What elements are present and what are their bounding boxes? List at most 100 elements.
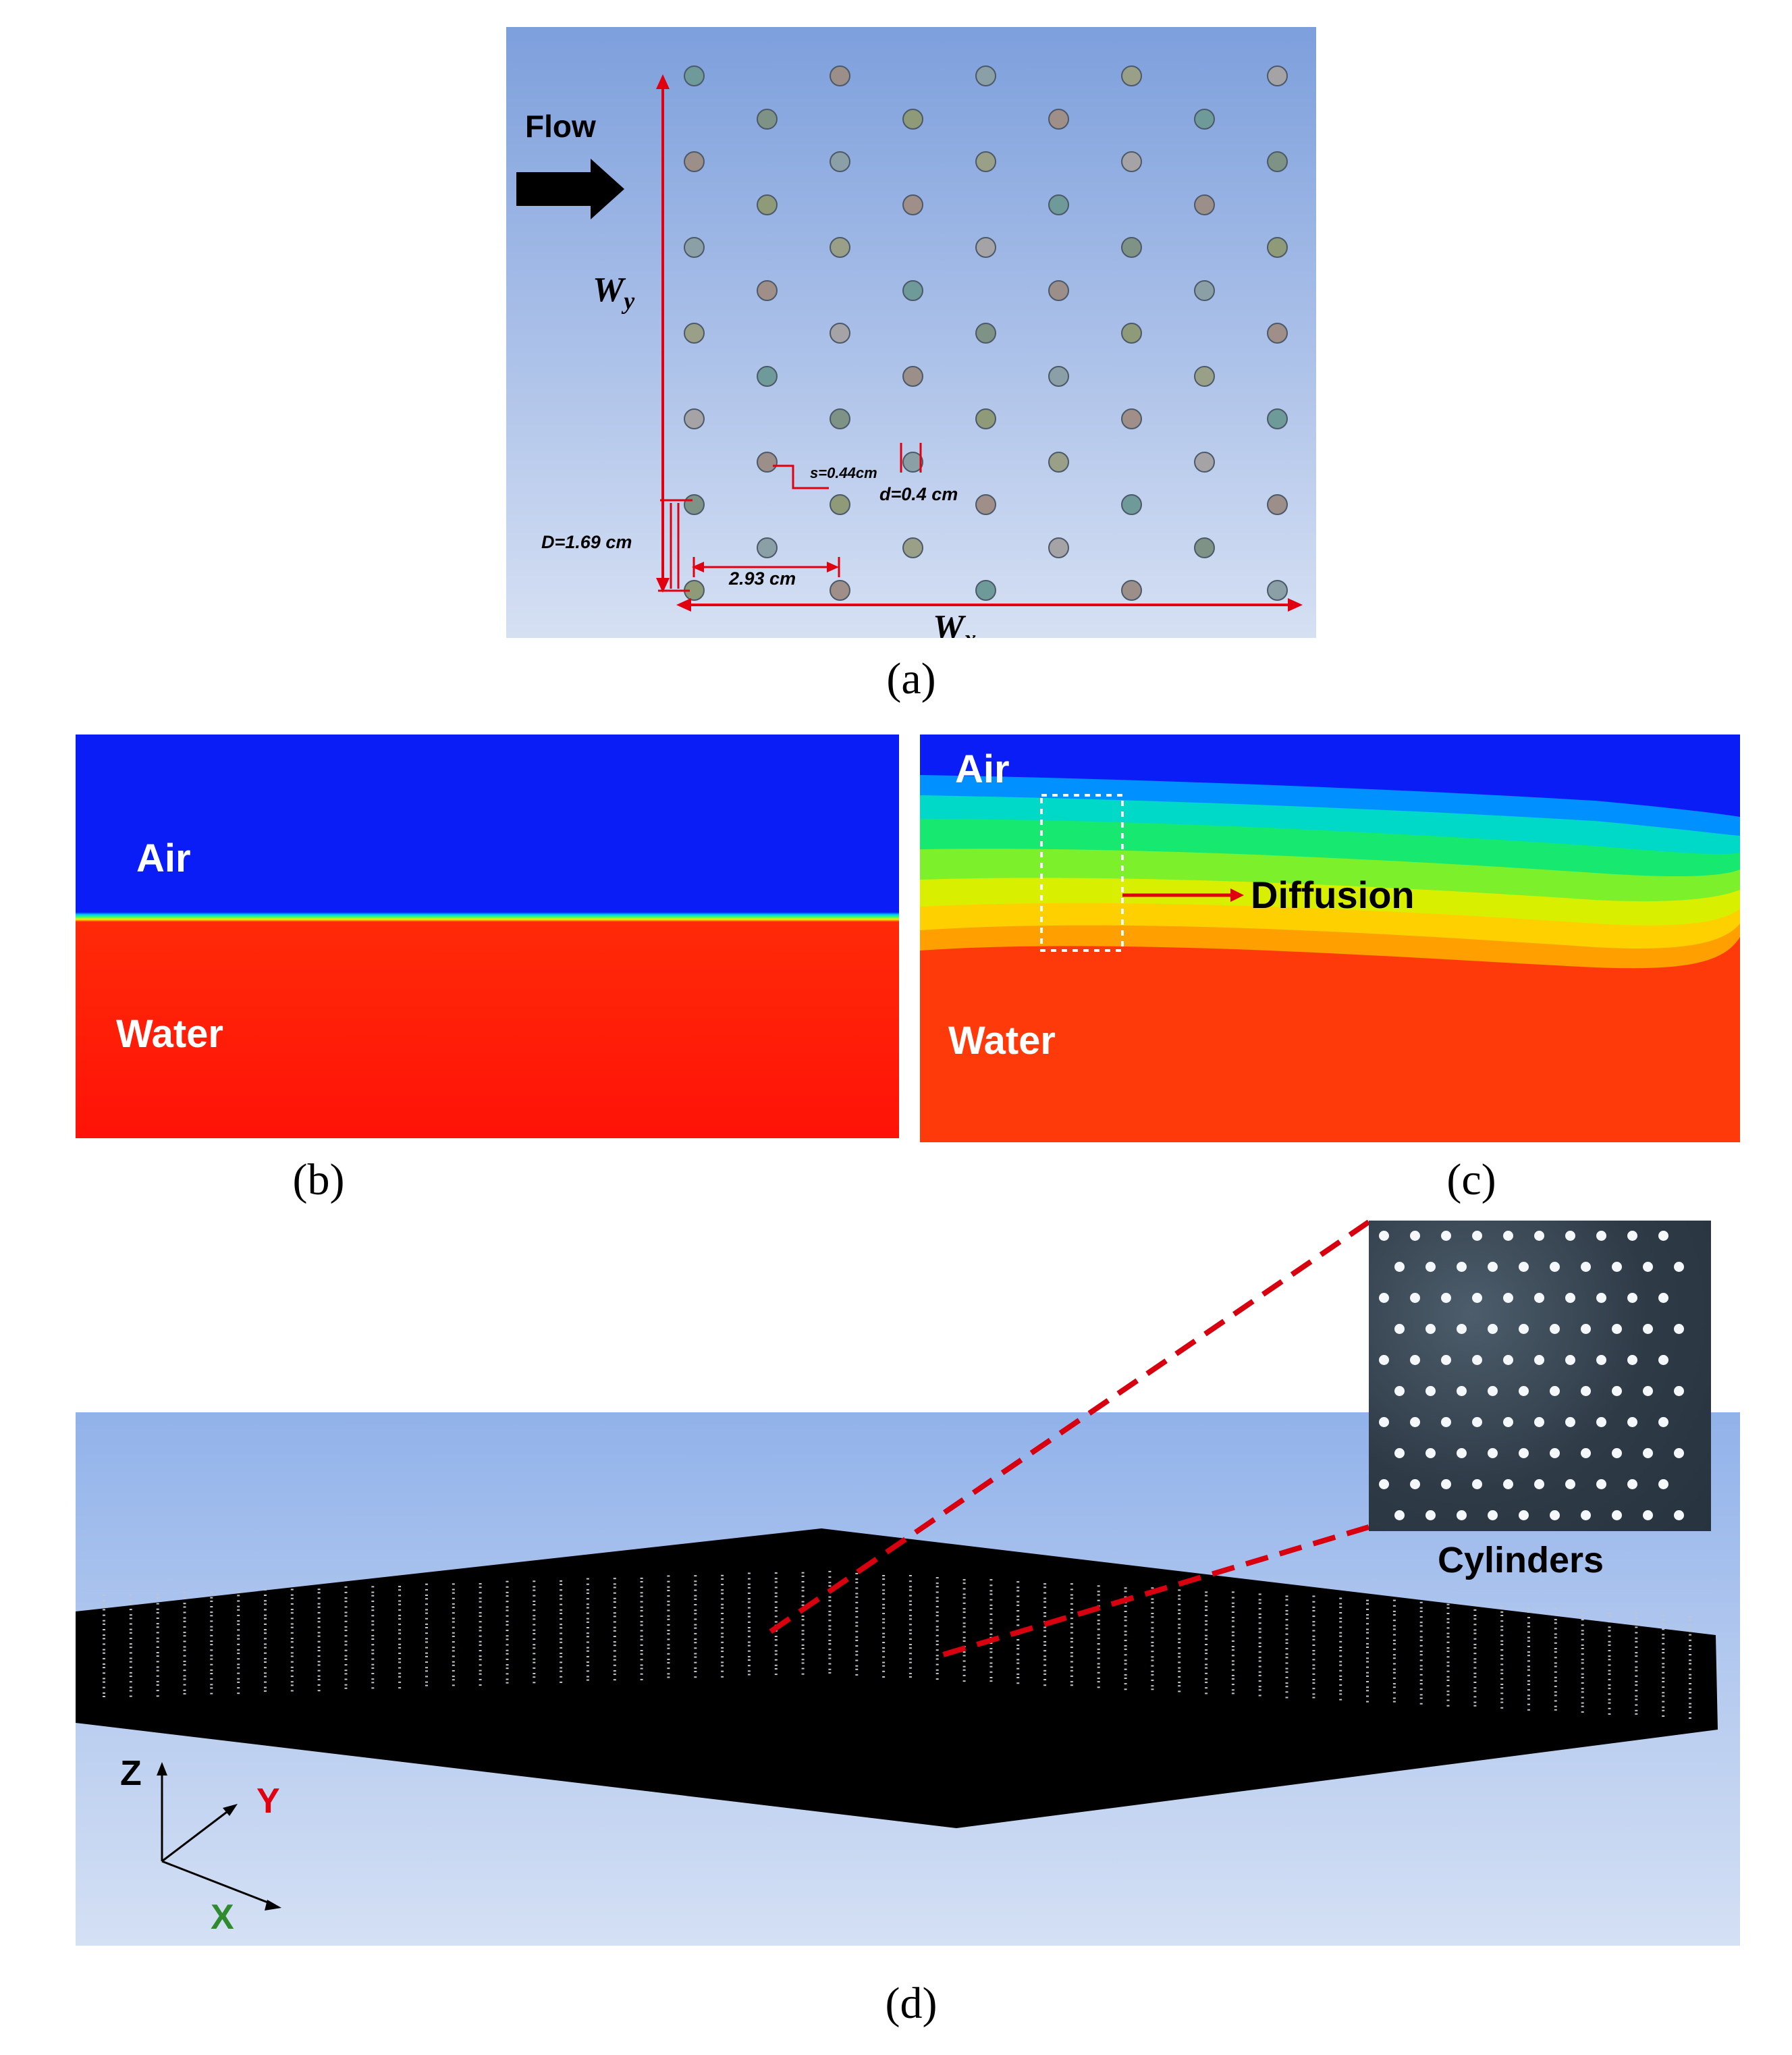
mesh-cylinder-dot [210, 1687, 213, 1689]
mesh-slab-body [76, 1528, 1718, 1828]
mesh-cylinder-dot [1124, 1668, 1127, 1670]
inset-cylinder-dot [1534, 1293, 1544, 1303]
mesh-cylinder-dot [1151, 1613, 1154, 1614]
mesh-cylinder-dot [344, 1678, 348, 1680]
cylinder-cross-section [1048, 365, 1069, 387]
mesh-cylinder-dot [935, 1649, 939, 1651]
mesh-cylinder-dot [613, 1630, 616, 1632]
mesh-cylinder-dot [1070, 1623, 1073, 1625]
mesh-cylinder-dot [1312, 1645, 1315, 1646]
mesh-cylinder-dot [1662, 1681, 1665, 1682]
mesh-cylinder-dot [156, 1690, 159, 1692]
mesh-cylinder-dot [317, 1621, 321, 1623]
mesh-cylinder-dot [586, 1583, 589, 1585]
mesh-cylinder-dot [1258, 1593, 1261, 1595]
mesh-cylinder-dot [1285, 1642, 1288, 1644]
mesh-cylinder-dot [1097, 1672, 1100, 1674]
mesh-cylinder-dot [479, 1644, 482, 1646]
inset-cylinder-dot [1410, 1479, 1420, 1489]
mesh-cylinder-dot [1231, 1617, 1234, 1619]
mesh-cylinder-dot [1554, 1622, 1557, 1624]
cylinder-cross-section [1048, 194, 1069, 215]
mesh-cylinder-dot [533, 1600, 536, 1602]
mesh-cylinder-dot [1419, 1622, 1423, 1624]
mesh-cylinder-dot [1500, 1626, 1504, 1628]
mesh-cylinder-dot [1662, 1657, 1665, 1659]
mesh-cylinder-dot [506, 1678, 509, 1680]
mesh-cylinder-dot [1689, 1663, 1691, 1665]
mesh-cylinder-dot [1312, 1673, 1315, 1675]
cylinder-cross-section [1267, 65, 1288, 86]
mesh-cylinder-dot [1097, 1663, 1100, 1665]
mesh-cylinder-dot [667, 1604, 670, 1606]
mesh-cylinder-dot [613, 1670, 616, 1672]
mesh-cylinder-dot [210, 1600, 213, 1602]
mesh-cylinder-dot [344, 1601, 348, 1603]
mesh-cylinder-dot [1662, 1709, 1665, 1711]
inset-cylinder-dot [1596, 1479, 1606, 1489]
mesh-cylinder-dot [855, 1659, 859, 1661]
mesh-cylinder-dot [908, 1575, 912, 1576]
mesh-cylinder-dot [129, 1599, 132, 1601]
mesh-cylinder-dot [1043, 1592, 1047, 1594]
mesh-cylinder-dot [371, 1667, 375, 1669]
mesh-cylinder-dot [1608, 1640, 1611, 1643]
mesh-cylinder-dot [1419, 1651, 1423, 1653]
mesh-cylinder-dot [398, 1672, 402, 1674]
mesh-cylinder-dot [1339, 1647, 1342, 1648]
mesh-cylinder-dot [1285, 1697, 1288, 1699]
mesh-cylinder-dot [425, 1676, 428, 1678]
mesh-cylinder-dot [1366, 1701, 1369, 1703]
mesh-cylinder-dot [935, 1655, 939, 1657]
mesh-cylinder-dot [1392, 1605, 1396, 1607]
mesh-cylinder-dot [801, 1667, 805, 1670]
cylinder-cross-section [1121, 323, 1142, 344]
mesh-cylinder-dot [103, 1696, 105, 1697]
mesh-cylinder-dot [1016, 1604, 1020, 1606]
mesh-cylinder-dot [1473, 1647, 1477, 1649]
mesh-cylinder-dot [1205, 1687, 1208, 1689]
mesh-cylinder-dot [1097, 1623, 1100, 1625]
inset-cylinder-dot [1550, 1448, 1560, 1458]
inset-cylinder-dot [1394, 1262, 1405, 1272]
mesh-cylinder-dot [1419, 1639, 1423, 1641]
mesh-cylinder-dot [425, 1661, 428, 1663]
mesh-cylinder-dot [290, 1623, 294, 1625]
mesh-cylinder-dot [1043, 1670, 1047, 1672]
mesh-cylinder-dot [774, 1586, 778, 1589]
mesh-cylinder-dot [452, 1635, 455, 1637]
mesh-cylinder-dot [1608, 1713, 1611, 1715]
mesh-cylinder-dot [1500, 1615, 1504, 1616]
mesh-cylinder-dot [1527, 1651, 1530, 1653]
mesh-cylinder-dot [1124, 1625, 1127, 1627]
cylinder-cross-section [1121, 580, 1142, 601]
mesh-cylinder-dot [882, 1642, 886, 1643]
inset-cylinder-dot [1658, 1231, 1668, 1241]
mesh-cylinder-dot [613, 1664, 616, 1666]
mesh-cylinder-dot [506, 1682, 509, 1684]
mesh-cylinder-dot [1446, 1676, 1450, 1678]
cylinder-cross-section [830, 237, 850, 258]
mesh-cylinder-dot [156, 1608, 159, 1610]
mesh-cylinder-dot [1151, 1685, 1154, 1687]
mesh-cylinder-dot [613, 1601, 616, 1603]
mesh-cylinder-dot [533, 1595, 536, 1597]
inset-cylinder-dot [1627, 1231, 1637, 1241]
mesh-cylinder-dot [908, 1600, 912, 1602]
mesh-cylinder-dot [1689, 1634, 1691, 1636]
mesh-cylinder-dot [855, 1578, 859, 1580]
mesh-cylinder-dot [1312, 1653, 1315, 1655]
mesh-cylinder-dot [560, 1641, 563, 1643]
mesh-cylinder-dot [103, 1663, 105, 1665]
mesh-cylinder-dot [882, 1578, 886, 1580]
mesh-cylinder-dot [237, 1591, 240, 1593]
mesh-cylinder-dot [129, 1594, 132, 1596]
mesh-cylinder-dot [452, 1618, 455, 1620]
mesh-cylinder-dot [506, 1606, 509, 1608]
mesh-cylinder-dot [694, 1667, 697, 1669]
inset-cylinder-dot [1658, 1293, 1668, 1303]
mesh-cylinder-dot [1581, 1633, 1584, 1635]
mesh-cylinder-dot [264, 1690, 267, 1692]
mesh-cylinder-dot [506, 1586, 509, 1588]
mesh-cylinder-dot [747, 1616, 751, 1618]
